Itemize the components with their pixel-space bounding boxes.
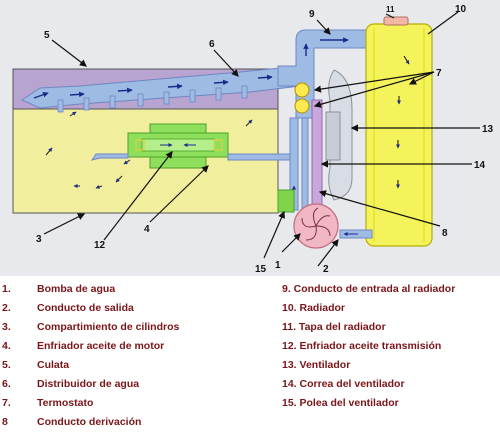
engine-oil-cooler-pipe [90, 153, 129, 161]
legend-item-13: 13. Ventilador [282, 356, 498, 375]
legend-text: Termostato [37, 397, 94, 409]
legend-text: Compartimiento de cilindros [37, 321, 180, 333]
callout-3: 3 [36, 234, 42, 245]
legend-item-1: 1. Bomba de agua [2, 280, 242, 299]
legend-item-5: 5. Culata [2, 356, 242, 375]
cooler-fin [141, 138, 215, 152]
legend-number: 5. [2, 359, 11, 371]
callout-7: 7 [436, 68, 442, 79]
legend-item-4: 4. Enfriador aceite de motor [2, 337, 242, 356]
thermostat-upper [294, 82, 310, 98]
legend-number: 6. [2, 378, 11, 390]
cooler-port-right [213, 139, 223, 151]
legend-text: 14. Correa del ventilador [282, 378, 405, 390]
legend-text: 9. Conducto de entrada al radiador [282, 283, 456, 295]
callout-8: 8 [442, 228, 448, 239]
callout-15: 15 [255, 264, 267, 275]
callout-1: 1 [275, 260, 281, 271]
callout-5: 5 [44, 30, 50, 41]
fan-hub [325, 111, 341, 161]
distributor-flow-arrows [33, 74, 273, 99]
legend-item-2: 2. Conducto de salida [2, 299, 242, 318]
legend-number: 7. [2, 397, 11, 409]
legend: 1. Bomba de agua 2. Conducto de salida 3… [0, 276, 500, 428]
callout-11: 11 [386, 5, 395, 14]
legend-item-14: 14. Correa del ventilador [282, 375, 498, 394]
callout-13: 13 [482, 124, 494, 135]
fan-belt [311, 99, 323, 213]
legend-number: 2. [2, 302, 11, 314]
callout-12: 12 [94, 240, 106, 251]
legend-text: Conducto de salida [37, 302, 134, 314]
radiator-cap [383, 16, 409, 26]
legend-item-11: 11. Tapa del radiador [282, 318, 498, 337]
legend-item-3: 3. Compartimiento de cilindros [2, 318, 242, 337]
block-flow-arrows [45, 111, 253, 189]
legend-item-9: 9. Conducto de entrada al radiador [282, 280, 498, 299]
legend-text: 11. Tapa del radiador [282, 321, 386, 333]
legend-item-10: 10. Radiador [282, 299, 498, 318]
legend-text: 15. Polea del ventilador [282, 397, 399, 409]
legend-text: Bomba de agua [37, 283, 116, 295]
cooler-port-left [135, 139, 145, 151]
legend-text: Distribuidor de agua [37, 378, 140, 390]
legend-item-6: 6. Distribuidor de agua [2, 375, 242, 394]
legend-number: 3. [2, 321, 11, 333]
legend-number: 4. [2, 340, 11, 352]
legend-text: 13. Ventilador [282, 359, 351, 371]
legend-item-8: 8 Conducto derivación [2, 413, 242, 432]
legend-number: 1. [2, 283, 11, 295]
legend-item-15: 15. Polea del ventilador [282, 394, 498, 413]
radiator [365, 23, 433, 247]
callout-6: 6 [209, 39, 215, 50]
legend-number: 8 [2, 416, 8, 428]
leader-lines [43, 11, 480, 267]
callout-2: 2 [323, 264, 329, 275]
callout-9: 9 [309, 9, 315, 20]
bypass-duct-inner [301, 117, 309, 211]
legend-text: Conducto derivación [37, 416, 142, 428]
fan-pulley [277, 189, 295, 213]
legend-text: Culata [37, 359, 70, 371]
oil-cooler-return [227, 153, 293, 161]
thermostat-lower [294, 98, 310, 114]
legend-text: Enfriador aceite de motor [37, 340, 165, 352]
callout-10: 10 [455, 4, 467, 15]
legend-item-7: 7. Termostato [2, 394, 242, 413]
legend-text: 12. Enfriador aceite transmisión [282, 340, 442, 352]
legend-item-12: 12. Enfriador aceite transmisión [282, 337, 498, 356]
water-pump-impeller [301, 207, 331, 241]
legend-text: 10. Radiador [282, 302, 346, 314]
cylinder-block [12, 108, 279, 214]
radiator-flow-arrows [396, 55, 410, 189]
callout-4: 4 [144, 224, 150, 235]
distributor-outlets [57, 85, 248, 113]
callout-14: 14 [474, 160, 486, 171]
cooling-system-diagram: 5 6 9 11 10 7 13 14 8 2 1 15 4 12 3 [0, 0, 500, 276]
